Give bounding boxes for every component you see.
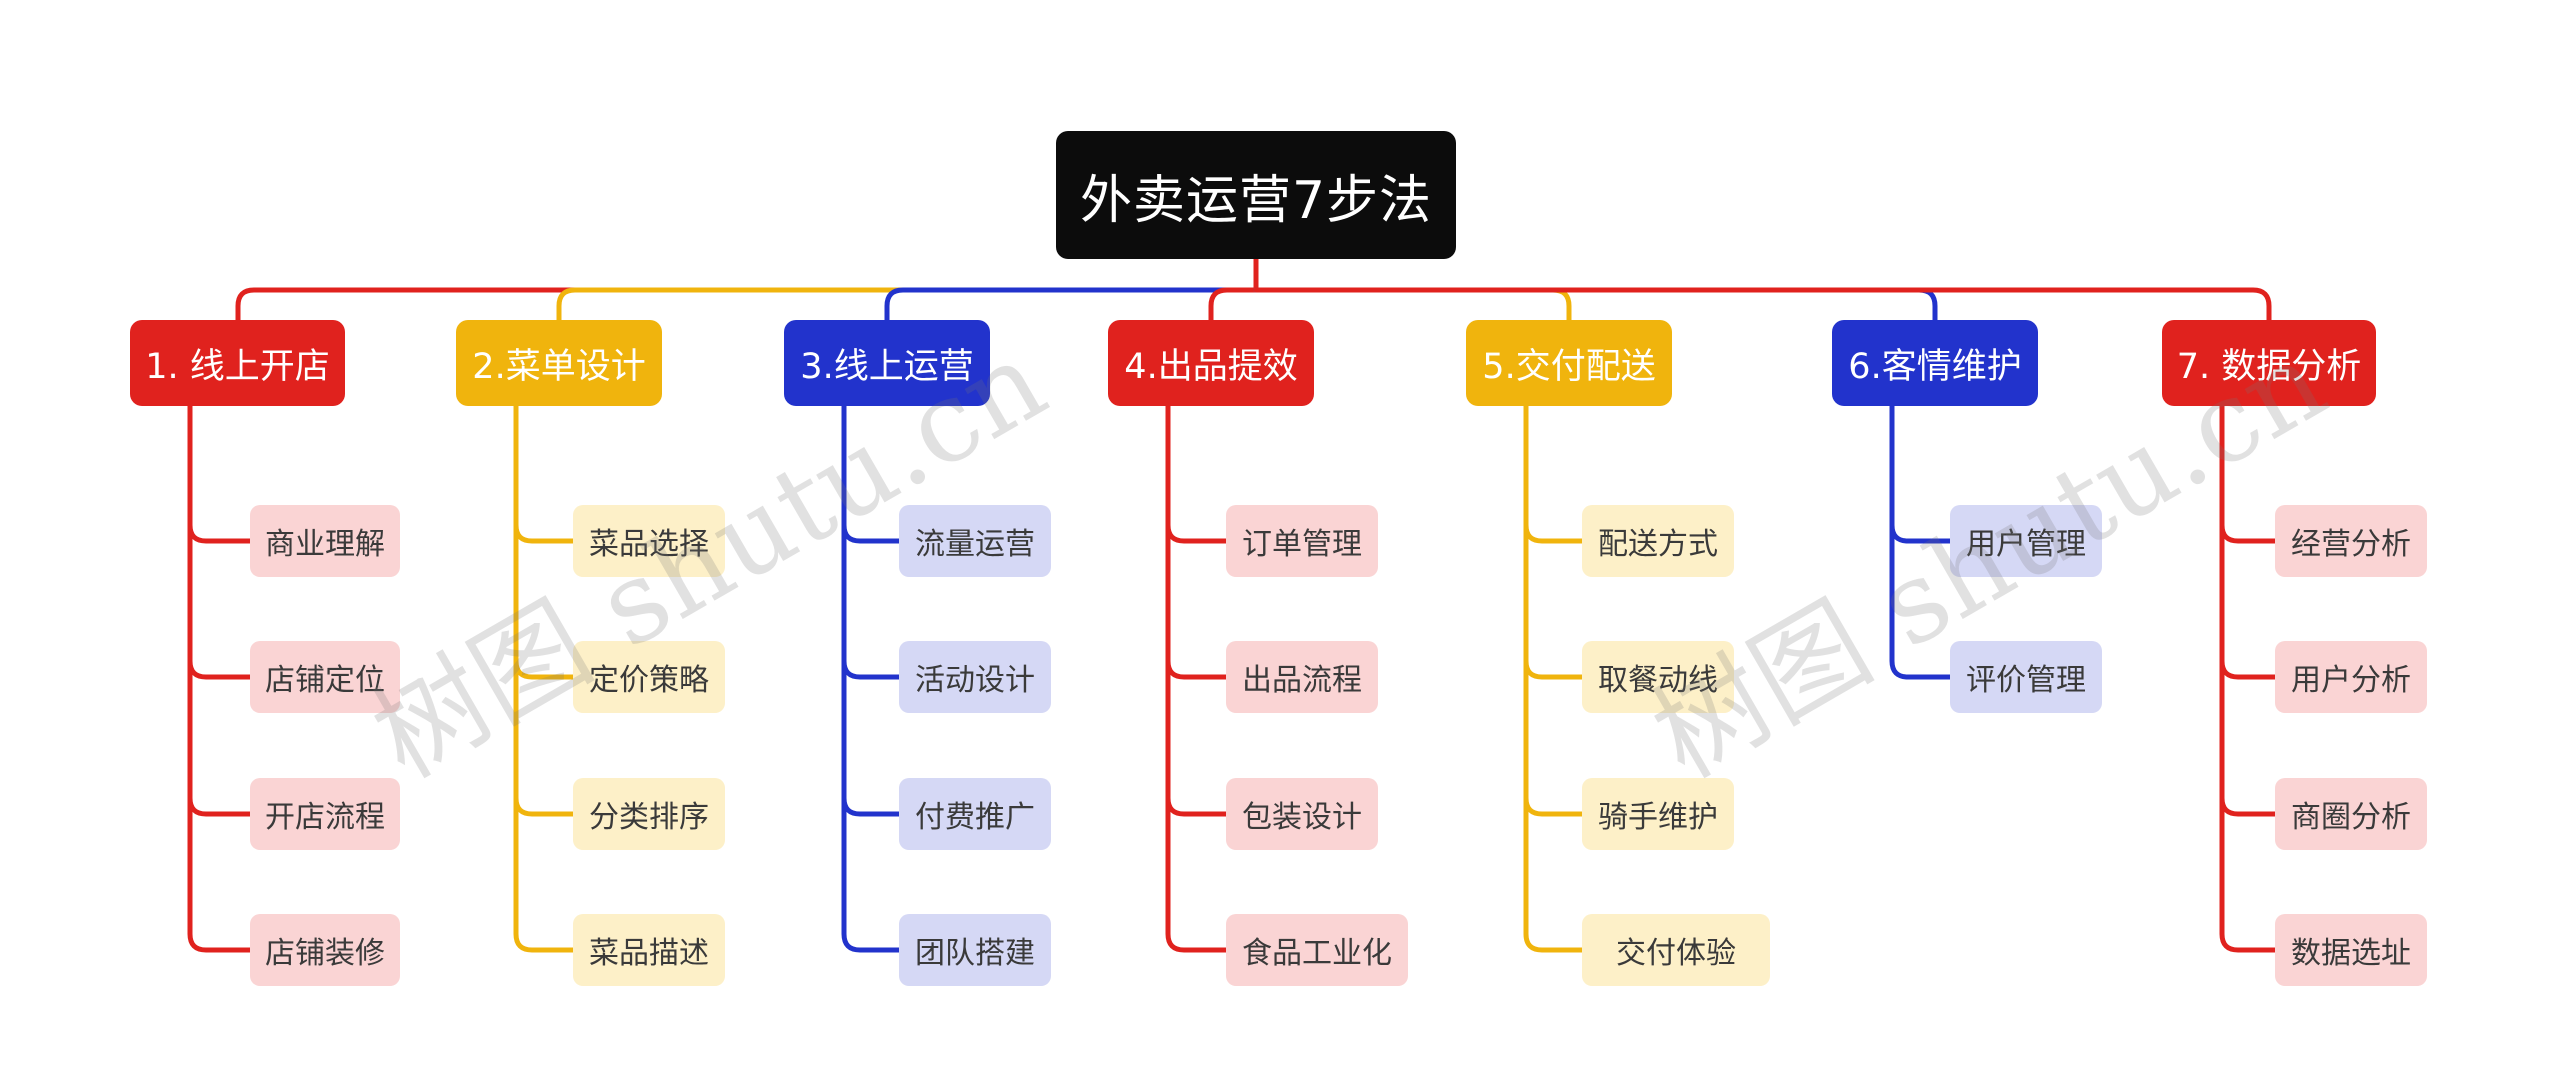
leaf-connector-1-1 [187, 522, 253, 544]
leaf-connector-4-2 [1165, 658, 1229, 680]
leaf-node-7-2[interactable]: 用户分析 [2275, 641, 2427, 713]
leaf-connector-6-1 [1889, 522, 1953, 544]
branch-spine-2 [513, 403, 576, 953]
branch-connector-5 [1253, 287, 1572, 323]
leaf-node-1-2[interactable]: 店铺定位 [250, 641, 400, 713]
leaf-node-4-2[interactable]: 出品流程 [1226, 641, 1378, 713]
branch-spine-3 [841, 403, 902, 953]
leaf-node-4-3[interactable]: 包装设计 [1226, 778, 1378, 850]
leaf-node-4-4[interactable]: 食品工业化 [1226, 914, 1408, 986]
leaf-node-2-1[interactable]: 菜品选择 [573, 505, 725, 577]
branch-node-1[interactable]: 1. 线上开店 [130, 320, 345, 406]
leaf-node-1-4[interactable]: 店铺装修 [250, 914, 400, 986]
leaf-node-7-4[interactable]: 数据选址 [2275, 914, 2427, 986]
branch-spine-6 [1889, 403, 1953, 680]
leaf-node-2-4[interactable]: 菜品描述 [573, 914, 725, 986]
leaf-connector-7-1 [2219, 522, 2278, 544]
leaf-connector-2-3 [513, 795, 576, 817]
branch-connector-4 [1208, 287, 1259, 323]
branch-connector-1 [235, 287, 1259, 323]
leaf-node-5-2[interactable]: 取餐动线 [1582, 641, 1734, 713]
leaf-node-5-3[interactable]: 骑手维护 [1582, 778, 1734, 850]
leaf-node-3-2[interactable]: 活动设计 [899, 641, 1051, 713]
leaf-connector-1-2 [187, 658, 253, 680]
branch-connector-7 [1253, 287, 2272, 323]
leaf-connector-1-3 [187, 795, 253, 817]
branch-spine-5 [1523, 403, 1585, 953]
root-node-title[interactable]: 外卖运营7步法 [1056, 131, 1456, 259]
leaf-connector-2-2 [513, 658, 576, 680]
leaf-connector-3-2 [841, 658, 902, 680]
branch-node-2[interactable]: 2.菜单设计 [456, 320, 662, 406]
leaf-connector-3-3 [841, 795, 902, 817]
leaf-node-7-3[interactable]: 商圈分析 [2275, 778, 2427, 850]
leaf-connector-7-2 [2219, 658, 2278, 680]
leaf-node-6-2[interactable]: 评价管理 [1950, 641, 2102, 713]
leaf-node-3-1[interactable]: 流量运营 [899, 505, 1051, 577]
branch-node-4[interactable]: 4.出品提效 [1108, 320, 1314, 406]
branch-node-5[interactable]: 5.交付配送 [1466, 320, 1672, 406]
leaf-node-1-1[interactable]: 商业理解 [250, 505, 400, 577]
leaf-connector-4-3 [1165, 795, 1229, 817]
leaf-node-3-4[interactable]: 团队搭建 [899, 914, 1051, 986]
branch-spine-4 [1165, 403, 1229, 953]
branch-node-6[interactable]: 6.客情维护 [1832, 320, 2038, 406]
branch-node-3[interactable]: 3.线上运营 [784, 320, 990, 406]
branch-connector-6 [1253, 287, 1938, 323]
branch-spine-1 [187, 403, 253, 953]
leaf-node-1-3[interactable]: 开店流程 [250, 778, 400, 850]
branch-connector-2 [556, 287, 1259, 323]
leaf-node-2-2[interactable]: 定价策略 [573, 641, 725, 713]
branch-node-7[interactable]: 7. 数据分析 [2162, 320, 2376, 406]
leaf-node-4-1[interactable]: 订单管理 [1226, 505, 1378, 577]
leaf-connector-7-3 [2219, 795, 2278, 817]
leaf-connector-5-3 [1523, 795, 1585, 817]
branch-connector-3 [884, 287, 1259, 323]
leaf-node-5-4[interactable]: 交付体验 [1582, 914, 1770, 986]
leaf-connector-3-1 [841, 522, 902, 544]
leaf-connector-4-1 [1165, 522, 1229, 544]
leaf-node-7-1[interactable]: 经营分析 [2275, 505, 2427, 577]
leaf-connector-5-1 [1523, 522, 1585, 544]
leaf-node-6-1[interactable]: 用户管理 [1950, 505, 2102, 577]
leaf-node-2-3[interactable]: 分类排序 [573, 778, 725, 850]
leaf-node-3-3[interactable]: 付费推广 [899, 778, 1051, 850]
leaf-connector-2-1 [513, 522, 576, 544]
leaf-node-5-1[interactable]: 配送方式 [1582, 505, 1734, 577]
leaf-connector-5-2 [1523, 658, 1585, 680]
branch-spine-7 [2219, 403, 2278, 953]
